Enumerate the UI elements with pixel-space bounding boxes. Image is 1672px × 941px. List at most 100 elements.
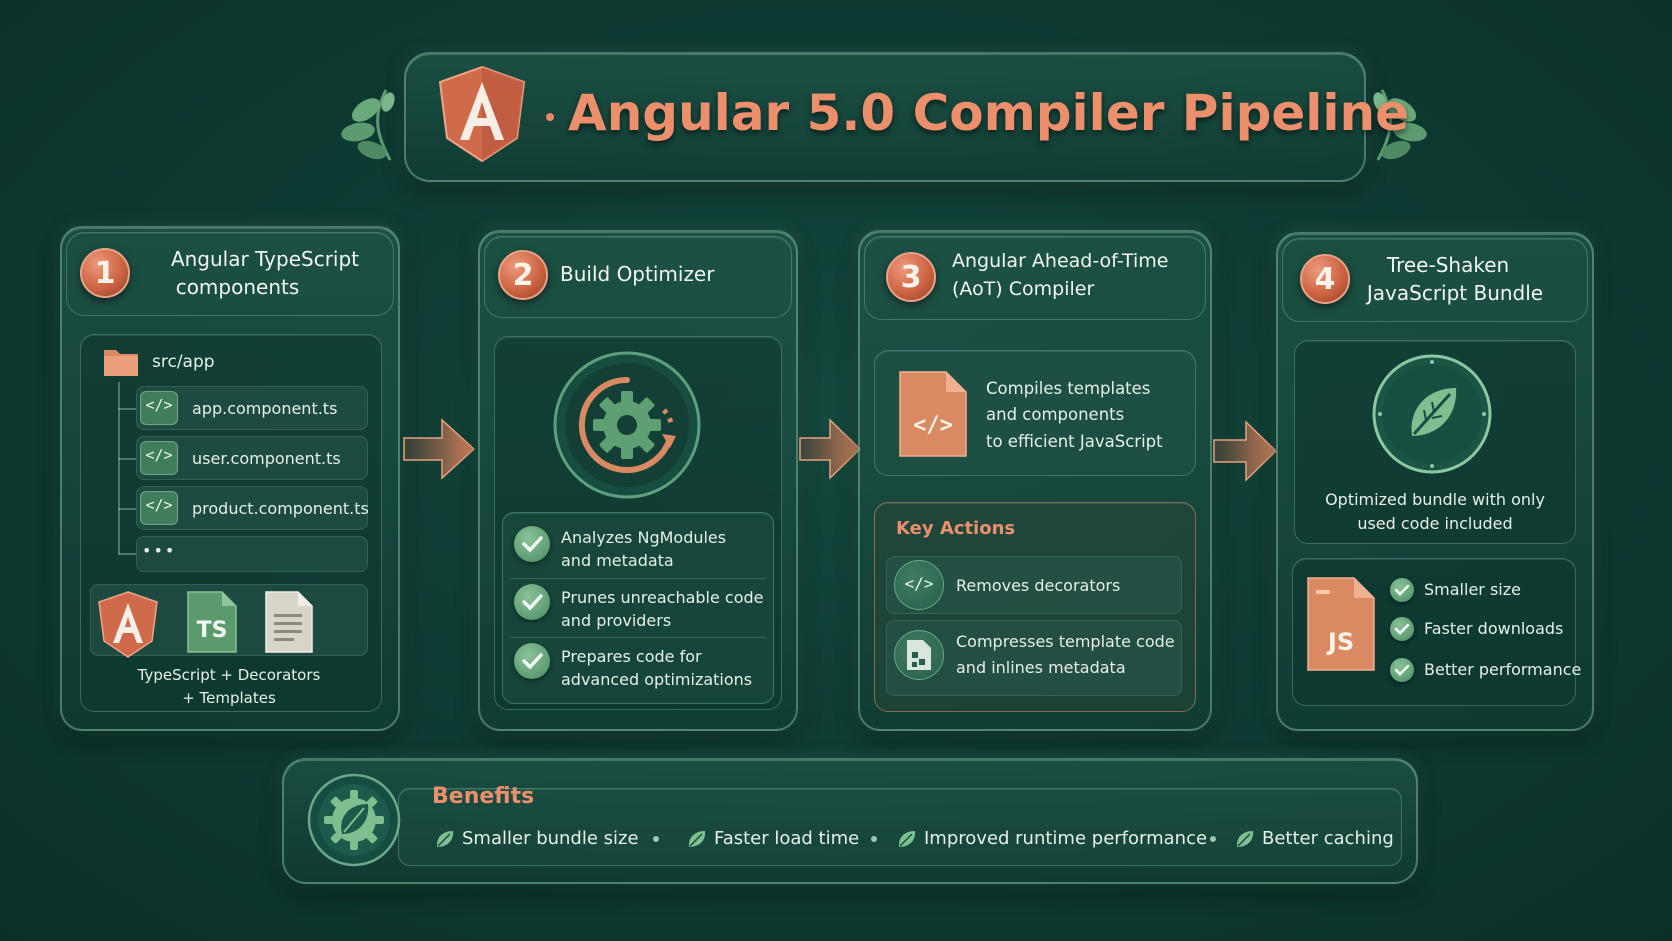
file-name-1: app.component.ts bbox=[192, 399, 338, 418]
check-icon-1 bbox=[514, 526, 550, 562]
page-title: Angular 5.0 Compiler Pipeline bbox=[568, 84, 1410, 142]
bundle-bullet-1: Smaller size bbox=[1424, 580, 1521, 599]
js-file-icon bbox=[1307, 577, 1375, 671]
benefit-leaf-icon-4 bbox=[1236, 831, 1254, 847]
js-label: JS bbox=[1327, 628, 1355, 656]
step-2-title: Build Optimizer bbox=[560, 262, 715, 286]
bundle-checkmark-3-icon bbox=[1394, 664, 1410, 676]
checkmark-1-icon bbox=[522, 536, 543, 553]
folder-icon bbox=[104, 350, 138, 376]
benefit-sep-1 bbox=[653, 836, 659, 842]
optimizer-item-2-line2: and providers bbox=[561, 611, 672, 630]
step-4-badge: 4 bbox=[1300, 254, 1350, 304]
aot-desc-line2: and components bbox=[986, 405, 1125, 424]
checkmark-3-icon bbox=[522, 653, 543, 670]
step-3-badge: 3 bbox=[886, 252, 936, 302]
bundle-bullet-3: Better performance bbox=[1424, 660, 1582, 679]
tree-line-1 bbox=[118, 408, 136, 410]
shield-leaf-icon bbox=[307, 773, 401, 867]
action-code-glyph: </> bbox=[904, 574, 934, 593]
bundle-check-icon-1 bbox=[1390, 578, 1414, 602]
step-1-caption-line2: + Templates bbox=[182, 689, 276, 707]
tree-line-4 bbox=[118, 553, 136, 555]
svg-text:</>: </> bbox=[913, 413, 953, 438]
folder-label: src/app bbox=[152, 352, 215, 372]
code-file-icon-2 bbox=[140, 441, 178, 475]
tree-line-2 bbox=[118, 458, 136, 460]
step-4-title-line1: Tree-Shaken bbox=[1386, 253, 1510, 277]
optimizer-item-1-line2: and metadata bbox=[561, 551, 674, 570]
bundle-check-icon-2 bbox=[1390, 617, 1414, 641]
step-4-title-line2: JavaScript Bundle bbox=[1366, 281, 1544, 305]
benefits-inner bbox=[398, 788, 1402, 866]
check-icon-2 bbox=[514, 584, 550, 620]
step-2-badge: 2 bbox=[498, 250, 548, 300]
code-file-icon-3 bbox=[140, 491, 178, 525]
step-1-badge: 1 bbox=[80, 248, 130, 298]
gear-refresh-icon bbox=[553, 351, 701, 499]
optimizer-item-2-line1: Prunes unreachable code bbox=[561, 588, 764, 607]
bundle-bullet-2: Faster downloads bbox=[1424, 619, 1564, 638]
step-3-title-line2: (AoT) Compiler bbox=[952, 278, 1095, 300]
ts-label: TS bbox=[196, 618, 228, 643]
arrow-2-icon bbox=[799, 418, 862, 480]
file-name-2: user.component.ts bbox=[192, 449, 341, 468]
bundle-checkmark-1-icon bbox=[1394, 584, 1410, 596]
code-glyph-3: </> bbox=[145, 496, 173, 514]
benefit-item-3: Improved runtime performance bbox=[924, 828, 1208, 849]
check-icon-3 bbox=[514, 643, 550, 679]
typescript-file-icon bbox=[187, 591, 237, 653]
arrow-1-icon bbox=[403, 418, 476, 480]
angular-logo-icon bbox=[438, 65, 526, 163]
optimizer-item-3-line2: advanced optimizations bbox=[561, 670, 753, 689]
tree-line-vertical bbox=[118, 382, 120, 554]
benefits-title: Benefits bbox=[432, 784, 535, 809]
benefits-bar bbox=[282, 758, 1418, 884]
bundle-checkmark-2-icon bbox=[1394, 623, 1410, 635]
action-1-line1: Removes decorators bbox=[956, 576, 1121, 595]
benefit-leaf-icon-1 bbox=[436, 831, 454, 847]
step-3-title-line1: Angular Ahead-of-Time bbox=[952, 250, 1169, 272]
benefit-item-1: Smaller bundle size bbox=[462, 828, 639, 849]
file-name-3: product.component.ts bbox=[192, 499, 369, 518]
code-glyph-1: </> bbox=[145, 396, 173, 414]
bundle-desc-line2: used code included bbox=[1357, 514, 1513, 533]
action-2-line2: and inlines metadata bbox=[956, 658, 1126, 677]
arrow-3-icon bbox=[1213, 420, 1278, 482]
compress-file-icon bbox=[907, 640, 931, 670]
tree-line-3 bbox=[118, 508, 136, 510]
action-2-line1: Compresses template code bbox=[956, 632, 1175, 651]
aot-desc-line3: to efficient JavaScript bbox=[986, 432, 1163, 451]
benefit-item-4: Better caching bbox=[1262, 828, 1394, 849]
step-1-title-line2: components bbox=[175, 275, 300, 299]
laurel-left-icon bbox=[341, 89, 395, 161]
aot-desc-line1: Compiles templates bbox=[986, 379, 1151, 398]
step-1-title-line1: Angular TypeScript bbox=[170, 247, 360, 271]
leaf-clock-icon bbox=[1372, 354, 1492, 474]
title-banner bbox=[404, 52, 1366, 182]
checkmark-2-icon bbox=[522, 594, 543, 611]
more-files-ellipsis: ••• bbox=[142, 541, 177, 560]
benefit-sep-2 bbox=[871, 836, 877, 842]
optimizer-item-3-line1: Prepares code for bbox=[561, 647, 702, 666]
benefit-leaf-icon-3 bbox=[898, 831, 916, 847]
optimizer-item-1-line1: Analyzes NgModules bbox=[561, 528, 727, 547]
title-dot bbox=[546, 113, 554, 121]
action-icon-1 bbox=[894, 560, 944, 610]
bundle-check-icon-3 bbox=[1390, 658, 1414, 682]
laurel-right-icon bbox=[1373, 89, 1427, 161]
code-document-icon: </> bbox=[899, 371, 967, 457]
file-row-more bbox=[136, 536, 368, 572]
benefit-item-2: Faster load time bbox=[714, 828, 860, 849]
template-file-icon bbox=[265, 591, 313, 653]
action-row-2 bbox=[886, 620, 1182, 696]
code-file-icon-1 bbox=[140, 391, 178, 425]
step-1-caption-line1: TypeScript + Decorators bbox=[137, 666, 321, 684]
benefit-leaf-icon-2 bbox=[688, 831, 706, 847]
divider-1 bbox=[510, 578, 766, 579]
bundle-desc-line1: Optimized bundle with only bbox=[1325, 490, 1545, 509]
angular-file-icon bbox=[98, 591, 158, 658]
divider-2 bbox=[510, 637, 766, 638]
benefit-sep-3 bbox=[1210, 836, 1216, 842]
key-actions-title: Key Actions bbox=[896, 518, 1016, 539]
